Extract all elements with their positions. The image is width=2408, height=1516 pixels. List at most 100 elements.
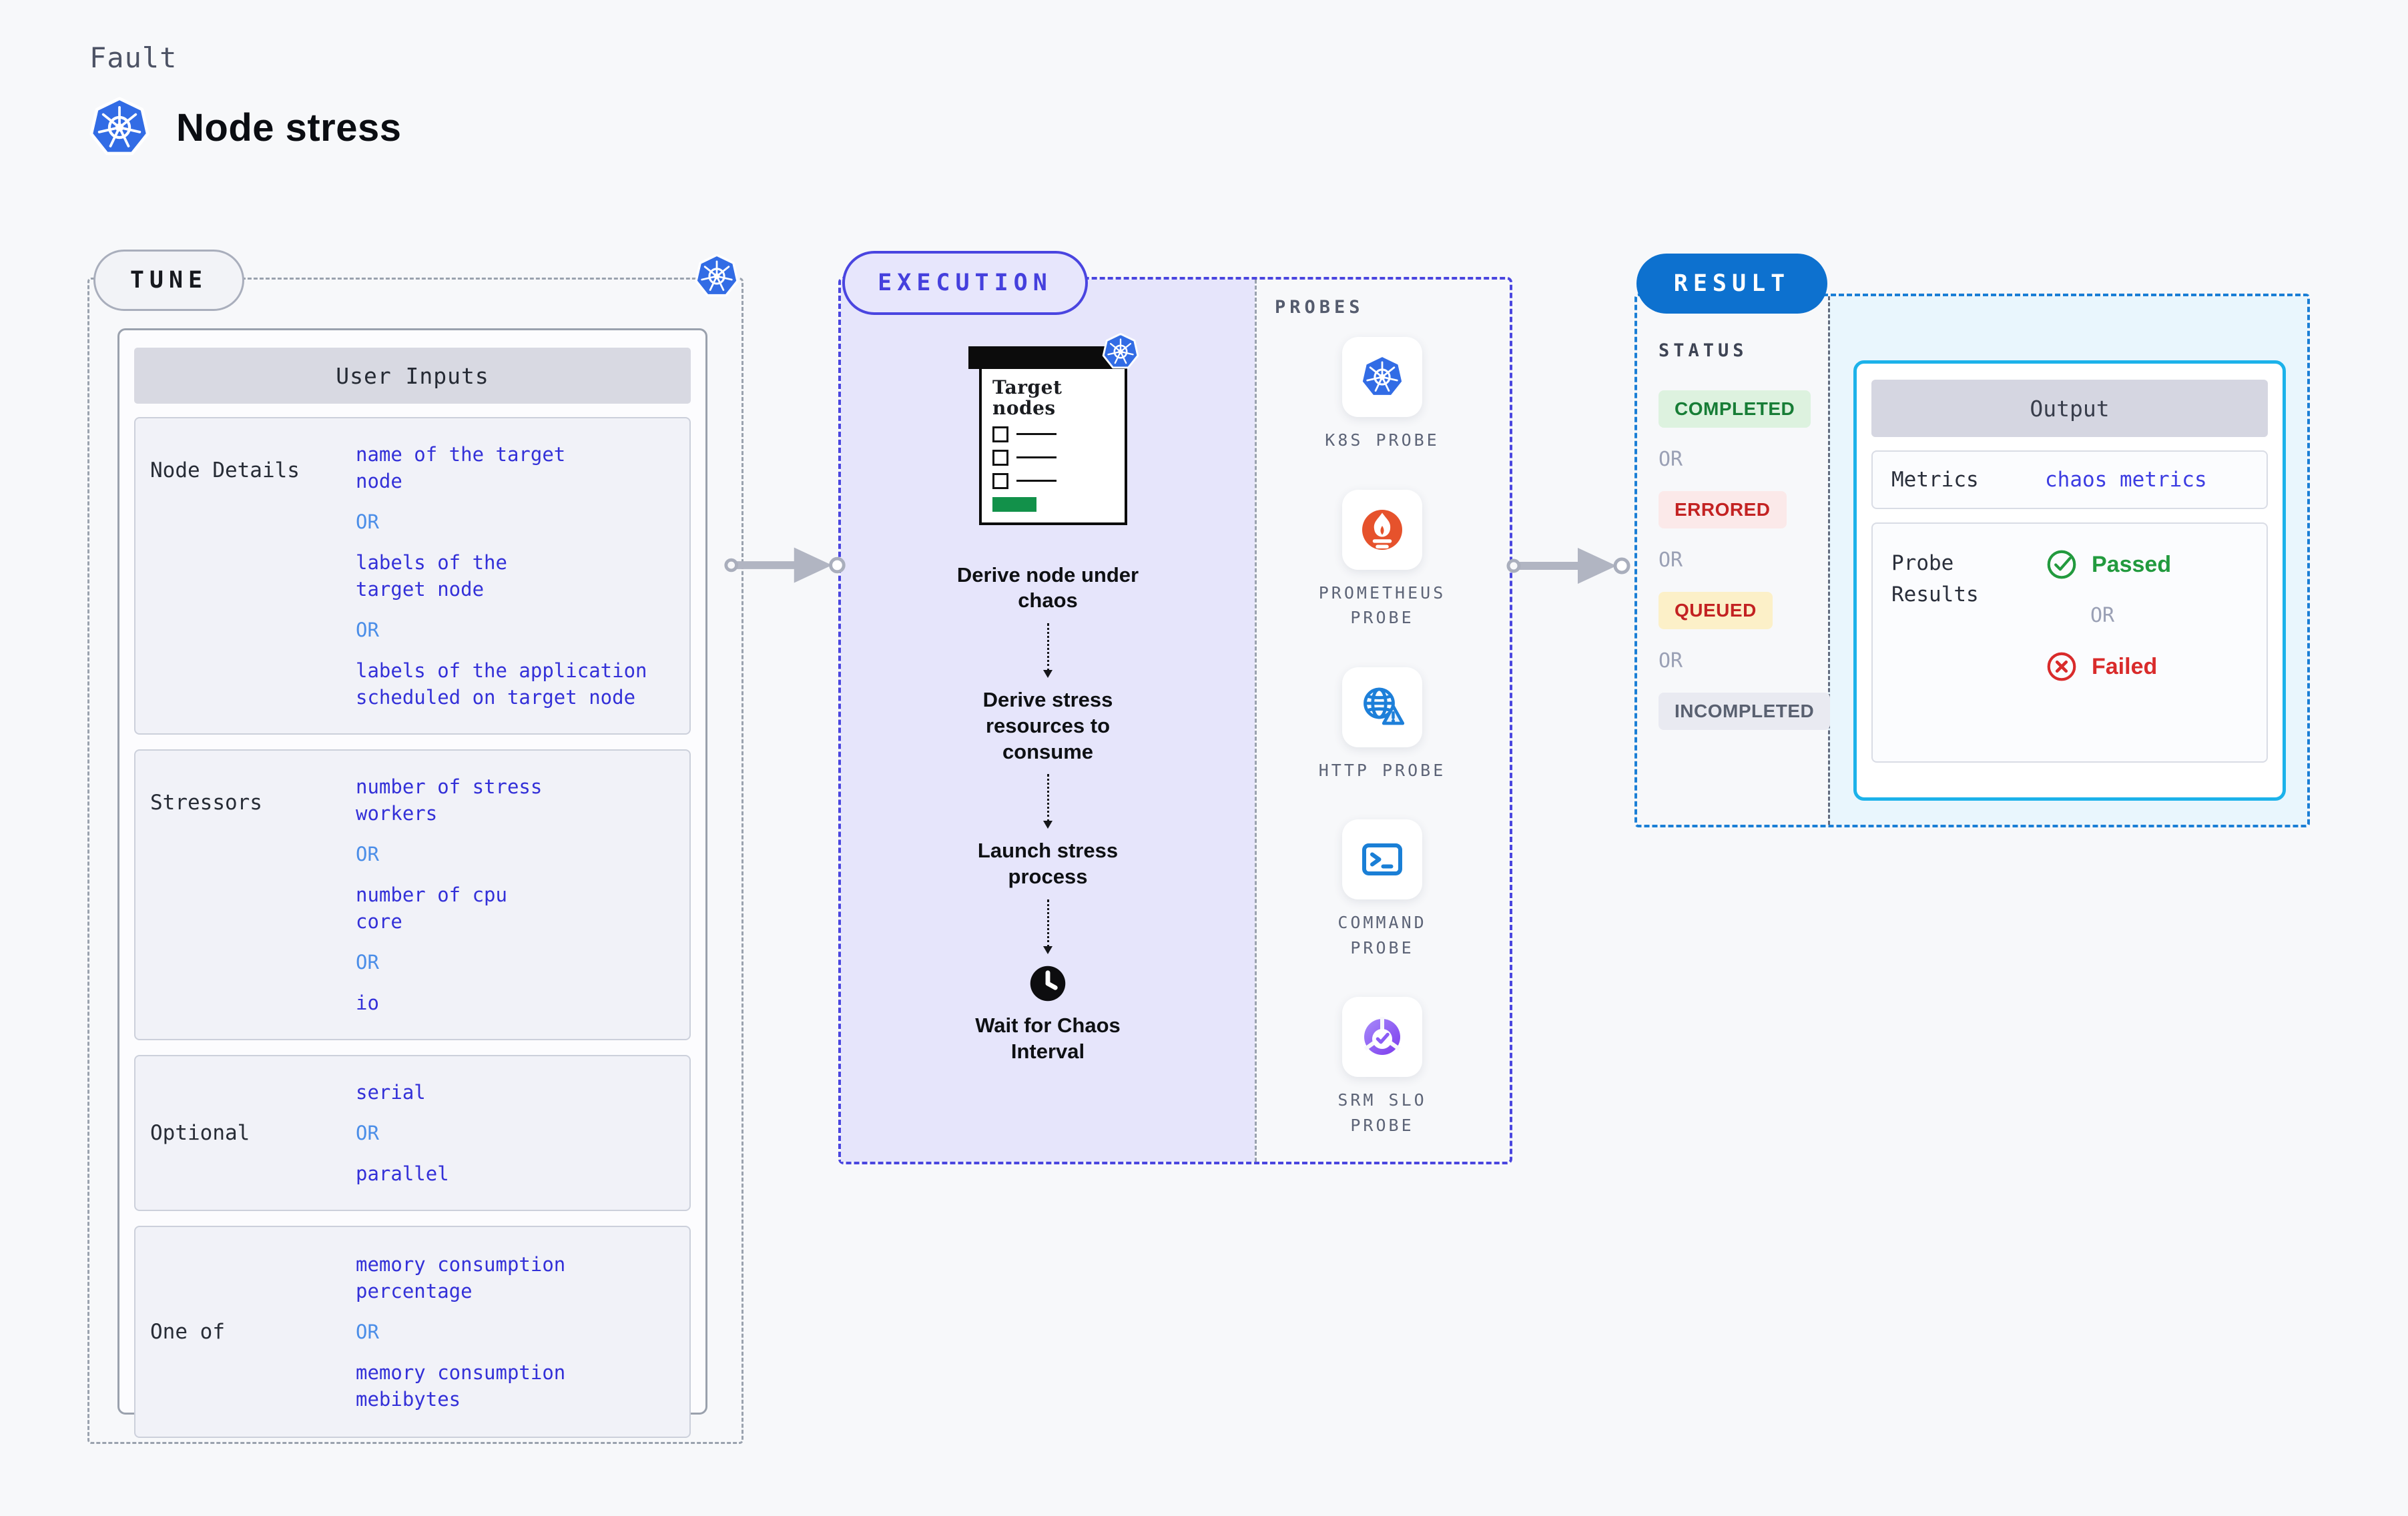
down-arrow-icon	[1043, 899, 1052, 954]
status-output-divider	[1828, 296, 1830, 825]
probe-srm-slo: SRM SLO PROBE	[1305, 997, 1459, 1138]
probe-command: COMMAND PROBE	[1305, 819, 1459, 960]
value: parallel	[356, 1162, 449, 1186]
checkbox-icon	[992, 449, 1008, 466]
line	[1016, 456, 1057, 459]
fault-title: Node stress	[176, 105, 402, 149]
value: labels of the target node	[356, 551, 507, 601]
probe-label: SRM SLO PROBE	[1337, 1090, 1427, 1135]
page-title: Node stress	[87, 95, 402, 160]
probes-section: PROBES K8S PROBE PROMETHEUS PROBE HTTP P…	[1255, 280, 1510, 1162]
probe-http: HTTP PROBE	[1319, 667, 1446, 783]
probe-card	[1342, 337, 1422, 417]
card-titlebar	[968, 346, 1127, 369]
or-label: OR	[356, 951, 379, 974]
line	[1016, 433, 1057, 436]
probe-card	[1342, 489, 1422, 570]
execution-section: Target nodes Derive node under chaos Der…	[838, 277, 1512, 1164]
row-label: Stressors	[150, 791, 262, 815]
output-panel: Output Metrics chaos metrics Probe Resul…	[1853, 360, 2286, 801]
or-label: OR	[356, 1320, 379, 1344]
execution-step: Derive stress resources to consume	[982, 688, 1113, 763]
row-one-of: One of memory consumption percentage OR …	[134, 1226, 691, 1439]
output-header: Output	[1871, 380, 2268, 437]
status-column: STATUS COMPLETED OR ERRORED OR QUEUED OR…	[1637, 296, 1831, 730]
kubernetes-icon	[693, 252, 741, 300]
terminal-icon	[1358, 835, 1406, 883]
row-values: number of stress workers OR number of cp…	[356, 751, 689, 1039]
value: name of the target node	[356, 443, 566, 493]
value: number of cpu core	[356, 883, 507, 933]
value: number of stress workers	[356, 775, 543, 825]
probe-label: HTTP PROBE	[1318, 760, 1446, 780]
execution-flow: Target nodes Derive node under chaos Der…	[841, 280, 1255, 1162]
down-arrow-icon	[1043, 774, 1052, 829]
result-pill: RESULT	[1636, 254, 1827, 314]
row-optional: Optional serial OR parallel	[134, 1055, 691, 1212]
probe-card	[1341, 667, 1422, 747]
row-values: serial OR parallel	[356, 1056, 689, 1210]
status-badge-queued: QUEUED	[1659, 592, 1773, 629]
value: serial	[356, 1081, 426, 1104]
metrics-value: chaos metrics	[2045, 468, 2207, 492]
row-label: Node Details	[150, 458, 300, 482]
probe-card	[1342, 997, 1422, 1077]
checklist-row	[992, 426, 1114, 442]
kubernetes-icon	[1358, 353, 1406, 401]
or-label: OR	[356, 843, 379, 866]
probe-card	[1342, 819, 1422, 899]
status-badge-errored: ERRORED	[1659, 491, 1787, 528]
value: memory consumption mebibytes	[356, 1361, 566, 1411]
probes-heading: PROBES	[1275, 297, 1364, 318]
or-label: OR	[1659, 448, 1683, 471]
value: labels of the application scheduled on t…	[356, 659, 647, 709]
probes-list: K8S PROBE PROMETHEUS PROBE HTTP PROBE CO…	[1255, 337, 1510, 1138]
checklist-row	[992, 472, 1114, 489]
row-label: One of	[150, 1320, 225, 1345]
or-label: OR	[2090, 604, 2115, 627]
tune-pill: TUNE	[93, 250, 244, 311]
or-label: OR	[356, 619, 379, 642]
arrow-tune-to-execution	[721, 542, 852, 589]
metrics-label: Metrics	[1891, 468, 1979, 492]
row-values: memory consumption percentage OR memory …	[356, 1227, 689, 1437]
probe-prometheus: PROMETHEUS PROBE	[1305, 489, 1459, 631]
execution-step: Launch stress process	[977, 839, 1119, 889]
kubernetes-icon	[87, 95, 152, 160]
x-circle-icon	[2045, 650, 2078, 683]
kubernetes-icon	[1101, 332, 1141, 372]
value: io	[356, 992, 379, 1015]
probe-k8s: K8S PROBE	[1325, 337, 1439, 453]
or-label: OR	[1659, 548, 1683, 572]
or-label: OR	[356, 1122, 379, 1145]
status-heading: STATUS	[1659, 340, 1748, 361]
metrics-row: Metrics chaos metrics	[1871, 450, 2268, 509]
down-arrow-icon	[1043, 623, 1052, 679]
passed-line: Passed	[2045, 548, 2248, 581]
target-nodes-card: Target nodes	[968, 346, 1127, 525]
card-body: Target nodes	[979, 369, 1127, 525]
status-badge-completed: COMPLETED	[1659, 390, 1811, 428]
user-inputs-header: User Inputs	[134, 348, 691, 404]
row-stressors: Stressors number of stress workers OR nu…	[134, 749, 691, 1041]
execution-probes-divider	[1255, 280, 1257, 1162]
failed-label: Failed	[2092, 653, 2158, 679]
prometheus-icon	[1358, 506, 1406, 554]
row-label: Optional	[150, 1121, 250, 1146]
or-label: OR	[1659, 649, 1683, 673]
globe-alert-icon	[1358, 683, 1406, 731]
target-nodes-title: Target nodes	[992, 376, 1063, 420]
status-badge-incompleted: INCOMPLETED	[1659, 693, 1831, 730]
clock-icon	[1028, 964, 1068, 1004]
progress-bar	[992, 496, 1036, 512]
fault-eyebrow: Fault	[89, 41, 178, 74]
probe-label: K8S PROBE	[1325, 430, 1440, 450]
checklist-row	[992, 449, 1114, 466]
probe-label: PROMETHEUS PROBE	[1318, 583, 1446, 628]
value: memory consumption percentage	[356, 1253, 566, 1303]
line	[1016, 480, 1057, 482]
execution-step: Wait for Chaos Interval	[975, 1013, 1121, 1063]
slo-pie-check-icon	[1358, 1013, 1406, 1061]
row-values: name of the target node OR labels of the…	[356, 418, 689, 733]
